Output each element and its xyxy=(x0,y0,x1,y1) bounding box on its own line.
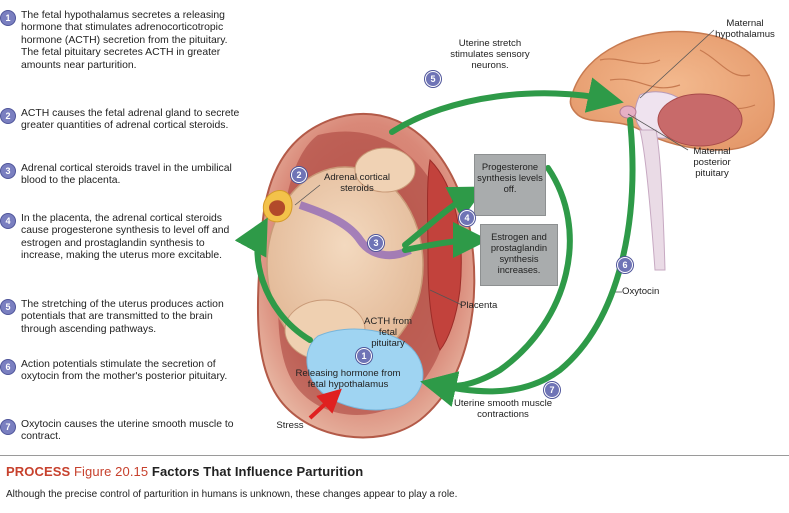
maternal-brain xyxy=(569,30,775,271)
figure-caption-title: PROCESS Figure 20.15 Factors That Influe… xyxy=(6,464,363,479)
caption-figure-title: Factors That Influence Parturition xyxy=(151,464,364,479)
step-number-badge: 1 xyxy=(0,10,16,26)
box-estrogen-prostaglandin: Estrogen and prostaglandin synthesis inc… xyxy=(480,224,558,286)
label-acth: ACTH from fetal pituitary xyxy=(364,316,412,349)
caption-figure-number: Figure 20.15 xyxy=(74,464,149,479)
step-number-badge: 4 xyxy=(0,213,16,229)
step-number-badge: 2 xyxy=(0,108,16,124)
step-text: In the placenta, the adrenal cortical st… xyxy=(21,213,230,262)
label-releasing-hormone: Releasing hormone from fetal hypothalamu… xyxy=(295,368,401,390)
label-uterine-contractions: Uterine smooth muscle contractions xyxy=(453,398,553,420)
bubble-6: 6 xyxy=(617,257,633,273)
bubble-7: 7 xyxy=(544,382,560,398)
caption-divider xyxy=(0,455,789,456)
arrow-to-progesterone xyxy=(402,186,486,248)
step-text: The fetal hypothalamus secretes a releas… xyxy=(21,10,228,71)
step-number-badge: 7 xyxy=(0,419,16,435)
arrow-placenta-loop xyxy=(420,165,573,407)
bubble-4: 4 xyxy=(459,210,475,226)
step-number-badge: 3 xyxy=(0,163,16,179)
label-placenta: Placenta xyxy=(460,300,498,311)
step-number-badge: 6 xyxy=(0,359,16,375)
step-text: Adrenal cortical steroids travel in the … xyxy=(21,163,232,187)
arrow-stretch-to-brain xyxy=(389,77,624,135)
label-maternal-posterior-pituitary: Maternal posterior pituitary xyxy=(693,146,731,179)
label-uterine-stretch: Uterine stretch stimulates sensory neuro… xyxy=(450,38,530,71)
arrow-oxytocin xyxy=(420,117,636,407)
step-text: Oxytocin causes the uterine smooth muscl… xyxy=(21,419,234,443)
umbilical-cord xyxy=(298,201,412,260)
step-text: ACTH causes the fetal adrenal gland to s… xyxy=(21,108,240,132)
stress-arrow xyxy=(308,388,342,420)
arrow-to-estrogen xyxy=(402,222,489,259)
pathway-arrows xyxy=(234,77,636,407)
box-progesterone: Progesterone synthesis levels off. xyxy=(474,154,546,216)
figure-caption-subtitle: Although the precise control of parturit… xyxy=(6,489,458,500)
step-number-badge: 5 xyxy=(0,299,16,315)
fetal-adrenal-gland xyxy=(262,190,293,223)
label-maternal-hypothalamus: Maternal hypothalamus xyxy=(715,18,775,40)
bubble-3: 3 xyxy=(368,235,384,251)
leader-lines xyxy=(294,29,715,306)
bubble-5: 5 xyxy=(425,71,441,87)
bubble-1: 1 xyxy=(356,348,372,364)
bubble-2: 2 xyxy=(291,167,307,183)
step-text: Action potentials stimulate the secretio… xyxy=(21,359,228,383)
arrow-fetal-head-to-adrenal xyxy=(234,217,313,343)
label-oxytocin: Oxytocin xyxy=(622,286,660,297)
caption-process-tag: PROCESS xyxy=(6,464,71,479)
label-stress: Stress xyxy=(276,420,304,431)
step-text: The stretching of the uterus produces ac… xyxy=(21,299,224,335)
label-adrenal-cortical-steroids: Adrenal cortical steroids xyxy=(323,172,391,194)
